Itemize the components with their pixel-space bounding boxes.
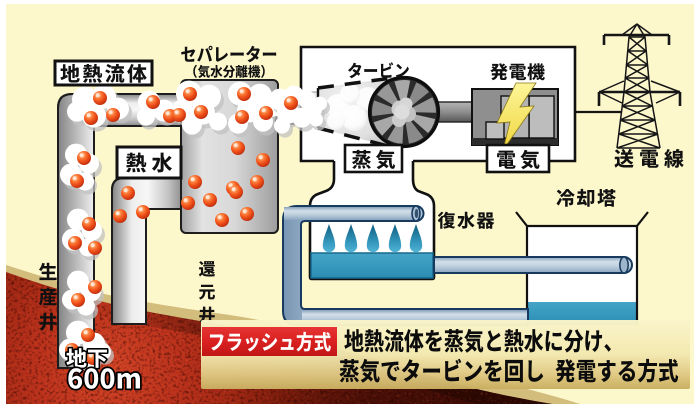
- geothermal-fluid-ball: [81, 328, 95, 342]
- reinjection-well-label: [198, 261, 216, 323]
- geothermal-fluid-ball: [259, 106, 273, 120]
- fluid-label: [60, 64, 147, 83]
- geothermal-fluid-ball: [183, 87, 197, 101]
- cooling-tower-water: [528, 302, 636, 325]
- geothermal-fluid-ball: [88, 241, 102, 255]
- geothermal-fluid-ball: [68, 236, 82, 250]
- description-line2: [339, 358, 679, 383]
- separator-subtitle: [193, 64, 265, 78]
- hot-water-label: [126, 152, 173, 173]
- geothermal-fluid-ball: [172, 108, 186, 122]
- condenser-label: [437, 211, 495, 229]
- geothermal-fluid-ball: [194, 105, 208, 119]
- electricity-label: [497, 149, 540, 170]
- labels: [38, 45, 684, 331]
- geothermal-fluid-ball: [237, 87, 251, 101]
- geothermal-fluid-ball: [93, 91, 107, 105]
- spray-pipe-overlay: [284, 207, 416, 220]
- hot-water-label-box: [115, 145, 183, 180]
- geothermal-fluid-ball: [106, 108, 120, 122]
- separator-title: [181, 45, 277, 63]
- generator-label: [490, 63, 545, 81]
- geothermal-fluid-ball: [77, 151, 91, 165]
- geothermal-fluid-ball: [203, 193, 217, 207]
- condenser-water-pool: [310, 252, 434, 279]
- geothermal-fluid-ball: [71, 293, 85, 307]
- production-well-label: [38, 262, 57, 331]
- cooling-system: [282, 161, 649, 326]
- description-line1: [344, 328, 611, 353]
- lightning-bolt-icon: [496, 82, 537, 151]
- cooling-tower-label: [556, 188, 616, 207]
- geothermal-fluid-ball: [188, 175, 202, 189]
- geothermal-fluid-ball: [113, 209, 127, 223]
- geothermal-fluid-ball: [235, 110, 249, 124]
- geothermal-fluid-ball: [70, 174, 84, 188]
- transmission-tower: [557, 23, 682, 149]
- geothermal-fluid-ball: [146, 95, 160, 109]
- method-label-box: [202, 327, 337, 356]
- geothermal-fluid-ball: [215, 213, 229, 227]
- geothermal-fluid-ball: [136, 205, 150, 219]
- geothermal-fluid-ball: [256, 153, 270, 167]
- caption-banner: [201, 320, 690, 389]
- transmission-label: [614, 148, 684, 168]
- geothermal-fluid-ball: [284, 96, 298, 110]
- warm-water-pipe: [433, 256, 633, 274]
- turbine-generator-unit: [302, 75, 559, 151]
- generator: [471, 82, 559, 151]
- electricity-label-box: [485, 143, 551, 174]
- cloud-steam-inlet: [269, 85, 330, 138]
- cooling-tower: [515, 211, 649, 325]
- turbine-hub-steam: [391, 97, 416, 127]
- geothermal-fluid-ball: [231, 141, 245, 155]
- condensing-drops: [322, 224, 423, 253]
- depth-line1: [64, 346, 109, 370]
- turbine-label: [348, 62, 409, 79]
- geothermal-fluid-ball: [250, 175, 264, 189]
- geothermal-fluid-ball: [181, 196, 195, 210]
- geothermal-fluid-ball: [240, 207, 254, 221]
- turbine-disc: [367, 75, 441, 149]
- steam-label: [352, 149, 395, 170]
- depth-label: [64, 346, 142, 391]
- geothermal-fluid-ball: [88, 280, 102, 294]
- geothermal-fluid-ball: [84, 111, 98, 125]
- geothermal-fluid-ball: [82, 217, 96, 231]
- method-label: [209, 331, 331, 352]
- geothermal-fluid-ball: [229, 185, 243, 199]
- spray-pipe-mouth: [411, 205, 421, 222]
- depth-line2: [66, 366, 142, 391]
- geothermal-fluid-ball: [121, 186, 135, 200]
